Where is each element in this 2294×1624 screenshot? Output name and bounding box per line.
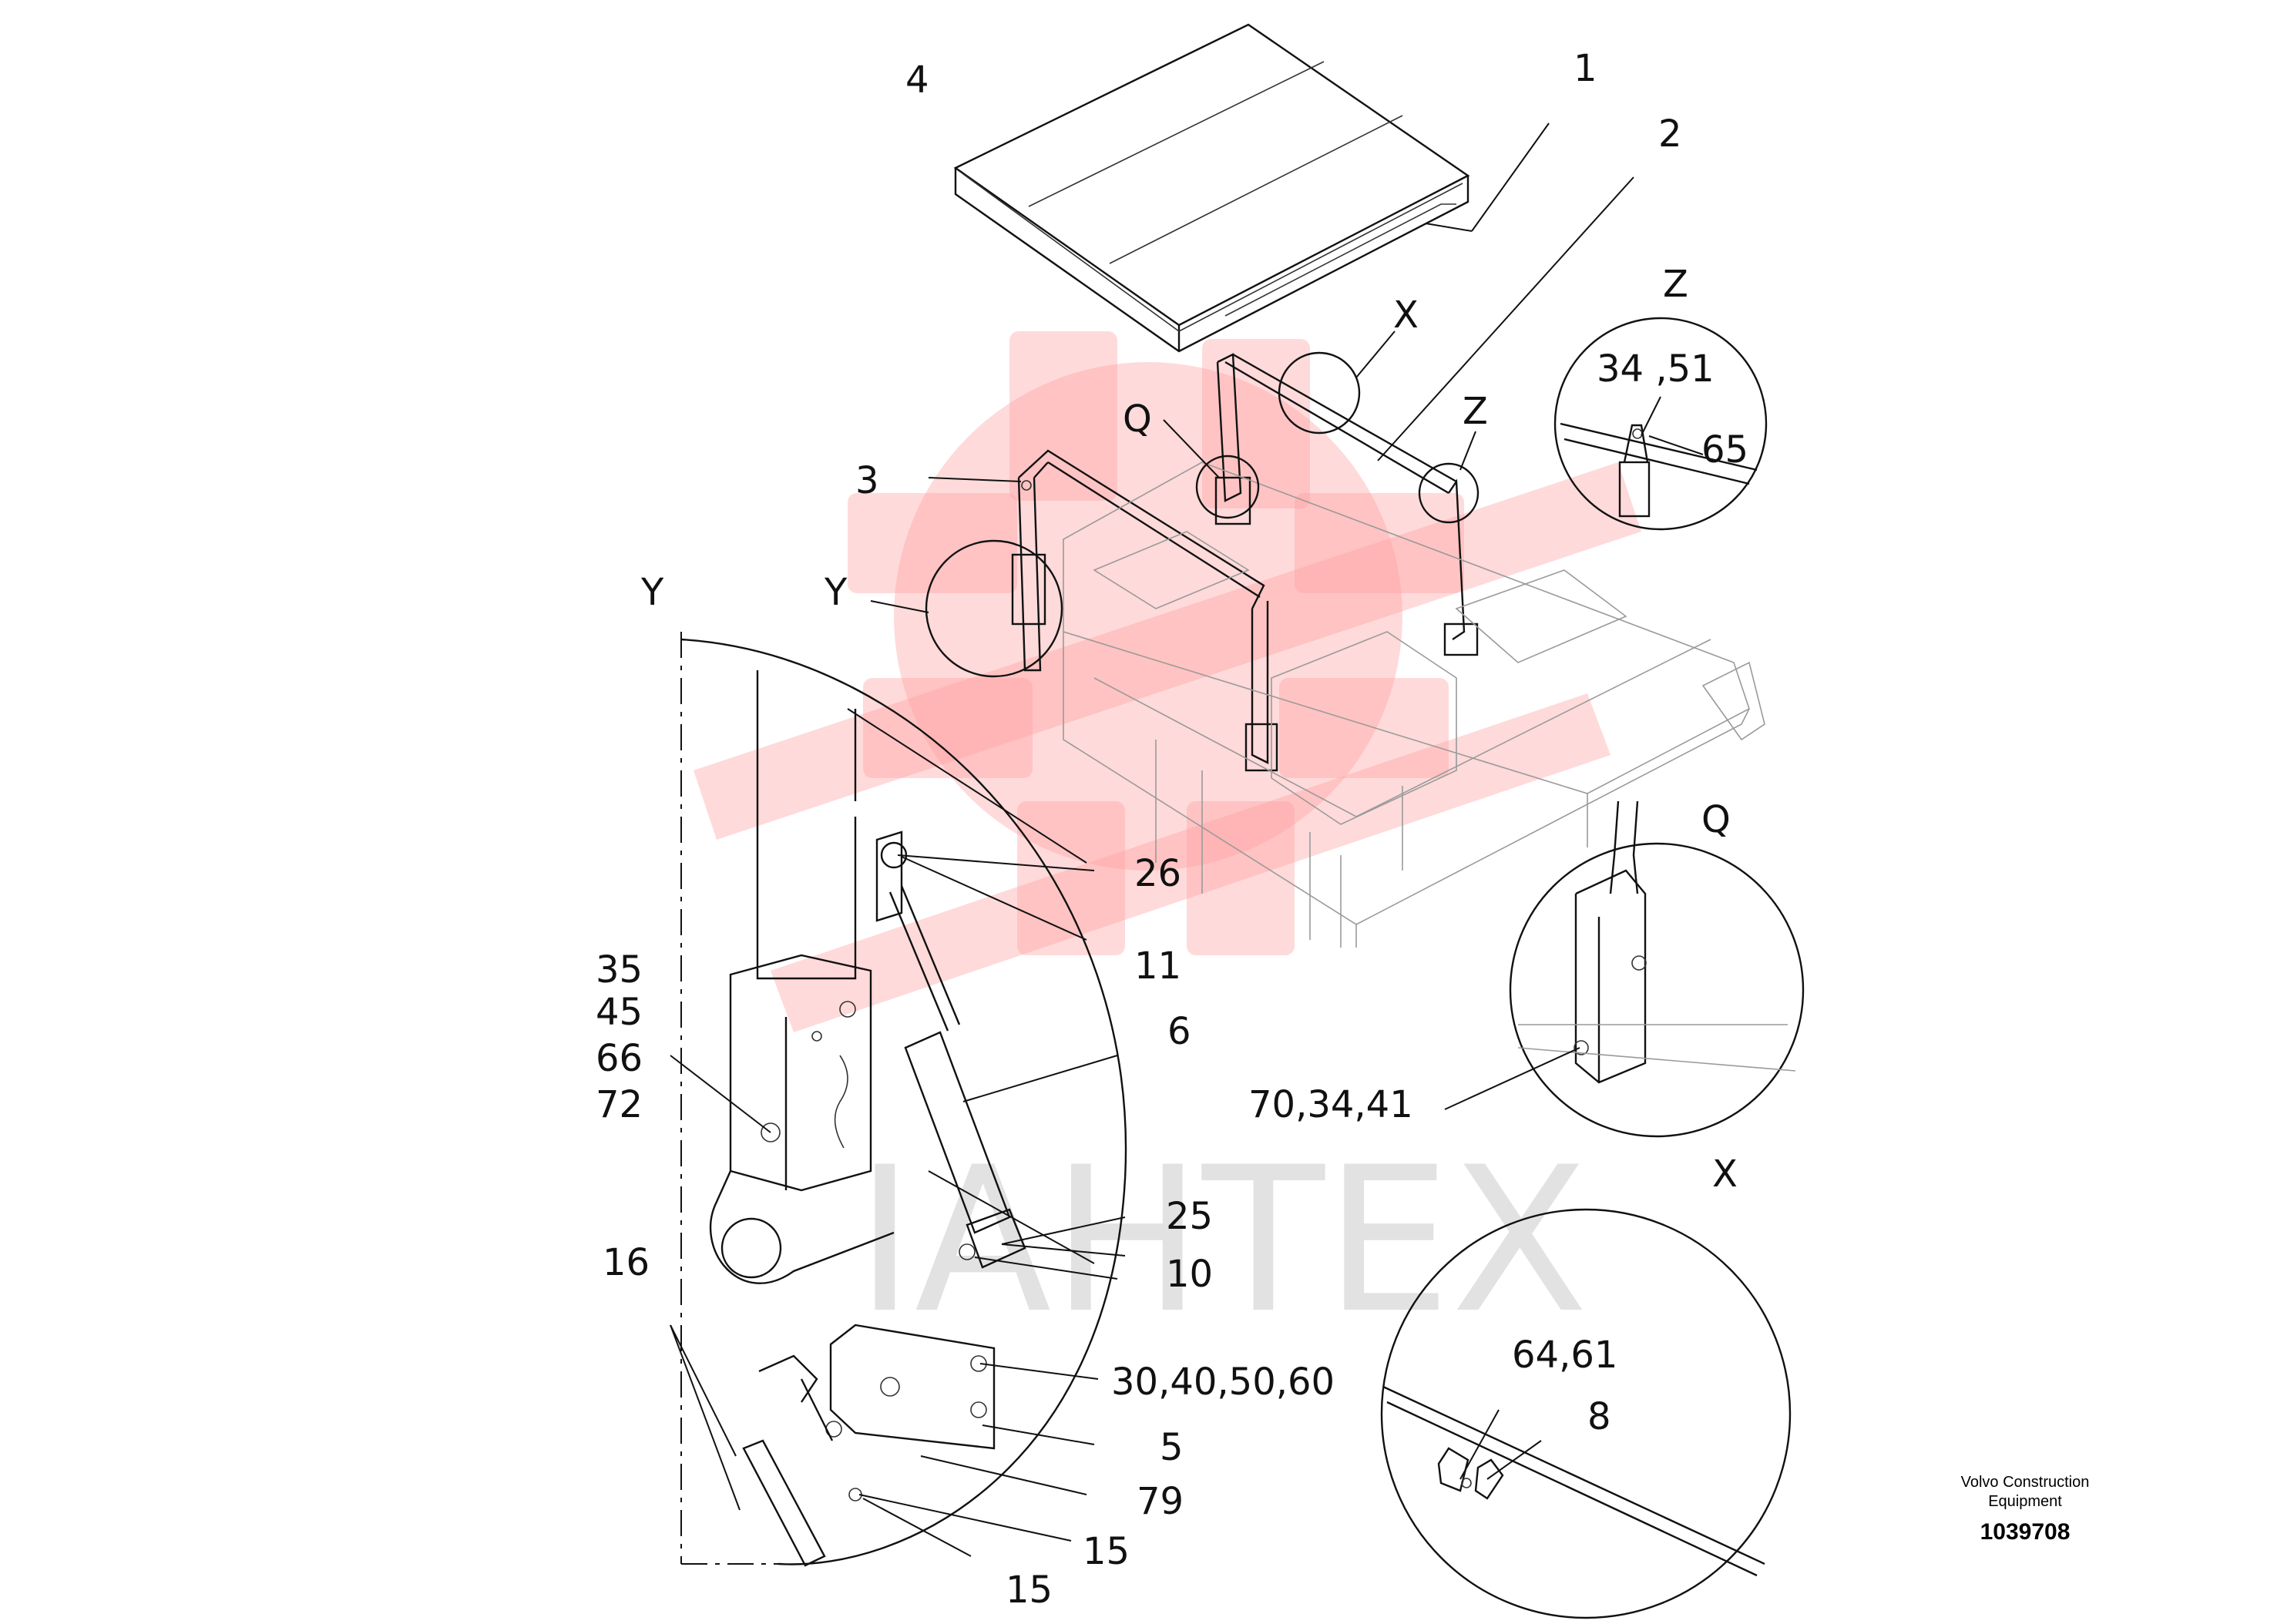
leader-lines <box>670 122 1704 1557</box>
brand-line-2: Equipment <box>1988 1493 2062 1510</box>
label-part-11: 11 <box>1134 945 1181 988</box>
label-view-z-title: Z <box>1663 263 1688 306</box>
detail-view-z <box>1553 317 1768 531</box>
label-part-1: 1 <box>1574 47 1597 90</box>
label-part-79: 79 <box>1137 1480 1184 1523</box>
watermark-gear <box>694 331 1641 1032</box>
label-z-65: 65 <box>1701 428 1748 471</box>
label-part-15b: 15 <box>1006 1569 1053 1612</box>
label-part-10: 10 <box>1166 1253 1213 1296</box>
label-part-25: 25 <box>1166 1195 1213 1238</box>
document-number: 1039708 <box>1980 1519 2071 1545</box>
label-part-4: 4 <box>905 59 929 102</box>
label-q-marker: Q <box>1123 398 1152 441</box>
label-view-x-marker: X <box>1393 294 1419 337</box>
label-part-5: 5 <box>1160 1426 1184 1469</box>
label-stack-35: 35 <box>596 948 643 992</box>
label-z-34-51: 34 ,51 <box>1597 347 1715 391</box>
detail-view-y <box>680 632 1127 1567</box>
label-q-70-34-41: 70,34,41 <box>1248 1083 1413 1126</box>
detail-view-q <box>1509 800 1805 1138</box>
label-stack-72: 72 <box>596 1083 643 1126</box>
watermark-text: IAHTEX <box>855 1125 1588 1357</box>
detail-view-x <box>1380 1208 1792 1619</box>
label-x-8: 8 <box>1587 1395 1611 1438</box>
label-view-q-title: Q <box>1701 798 1731 841</box>
label-part-26: 26 <box>1134 852 1181 895</box>
cover-panel <box>953 23 1470 353</box>
label-part-3: 3 <box>855 459 879 502</box>
front-frame <box>1011 449 1278 772</box>
label-x-64-61: 64,61 <box>1512 1334 1617 1377</box>
footer-block: Volvo Construction Equipment 1039708 <box>1961 1474 2090 1545</box>
machine-body <box>1063 461 1765 948</box>
label-view-x-title: X <box>1712 1153 1738 1196</box>
detail-markers <box>925 351 1480 678</box>
label-part-15a: 15 <box>1083 1530 1130 1573</box>
label-view-y-title: Y <box>640 571 664 614</box>
label-part-30-40-50-60: 30,40,50,60 <box>1111 1361 1335 1404</box>
rear-frame <box>1214 353 1479 656</box>
label-part-2: 2 <box>1658 112 1682 156</box>
label-view-z-marker: Z <box>1463 390 1488 433</box>
callout-labels: 4 1 2 X Z Z Q 3 Y Y 34 ,51 65 26 11 Q 6 … <box>596 47 1748 1612</box>
label-view-y-marker: Y <box>824 571 848 614</box>
label-part-6: 6 <box>1167 1010 1191 1053</box>
brand-line-1: Volvo Construction <box>1961 1474 2090 1491</box>
label-stack-66: 66 <box>596 1037 643 1080</box>
label-part-16: 16 <box>603 1241 650 1284</box>
label-stack-45: 45 <box>596 991 643 1034</box>
